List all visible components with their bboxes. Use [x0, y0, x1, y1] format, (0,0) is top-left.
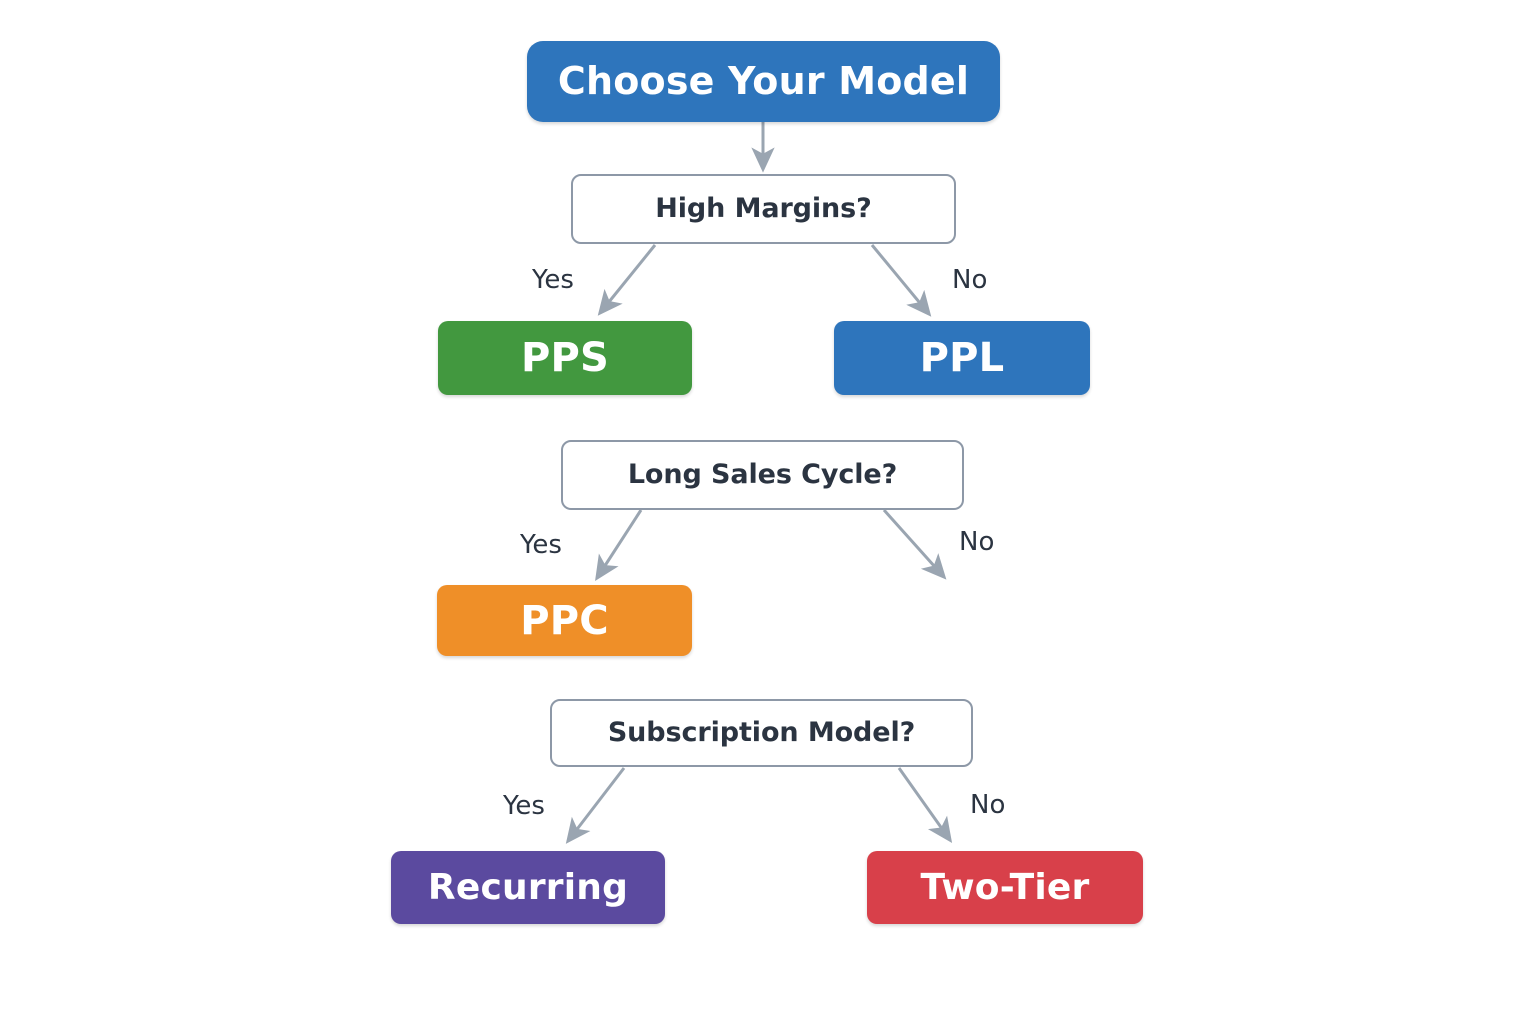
edge-label-sales-cycle-yes: Yes: [520, 530, 562, 560]
edge-label-subscription-yes: Yes: [503, 791, 545, 821]
edge-label-sales-cycle-yes-text: Yes: [520, 530, 562, 560]
edge-label-margins-no-text: No: [952, 265, 988, 295]
edge-margins-yes-to-pps: [597, 244, 657, 316]
edge-label-subscription-yes-text: Yes: [503, 791, 545, 821]
edge-label-sales-cycle-no-text: No: [959, 527, 995, 557]
edge-label-margins-yes-text: Yes: [532, 265, 574, 295]
edge-margins-no-to-ppl: [870, 244, 932, 317]
node-outcome-pps-label: PPS: [520, 335, 610, 381]
node-decision-subscription-model-label: Subscription Model?: [607, 716, 916, 748]
node-outcome-ppl[interactable]: PPL: [834, 321, 1090, 395]
node-outcome-two-tier-label: Two-Tier: [920, 866, 1090, 908]
node-outcome-ppl-label: PPL: [919, 335, 1005, 381]
edge-label-margins-yes: Yes: [532, 265, 574, 295]
node-start-label: Choose Your Model: [557, 58, 970, 103]
edge-subscription-no-to-two-tier: [897, 767, 953, 843]
edge-subscription-yes-to-recurring: [565, 767, 626, 844]
edge-label-sales-cycle-no: No: [959, 527, 994, 557]
edge-sales-cycle-no-dangling: [882, 508, 947, 580]
node-start-choose-your-model[interactable]: Choose Your Model: [527, 41, 1000, 122]
node-decision-subscription-model[interactable]: Subscription Model?: [550, 699, 973, 767]
node-outcome-ppc-label: PPC: [520, 597, 609, 644]
node-decision-long-sales-cycle-label: Long Sales Cycle?: [627, 458, 898, 490]
node-outcome-two-tier[interactable]: Two-Tier: [867, 851, 1143, 924]
node-decision-high-margins-label: High Margins?: [655, 192, 872, 224]
edge-label-subscription-no-text: No: [970, 790, 1006, 820]
node-decision-long-sales-cycle[interactable]: Long Sales Cycle?: [561, 440, 964, 510]
edge-label-subscription-no: No: [970, 790, 1005, 820]
node-outcome-ppc[interactable]: PPC: [437, 585, 692, 656]
edge-label-margins-no: No: [952, 265, 987, 295]
node-outcome-pps[interactable]: PPS: [438, 321, 692, 395]
node-decision-high-margins[interactable]: High Margins?: [571, 174, 956, 244]
node-outcome-recurring[interactable]: Recurring: [391, 851, 665, 924]
node-outcome-recurring-label: Recurring: [427, 866, 629, 908]
edge-sales-cycle-yes-to-ppc: [595, 509, 643, 582]
